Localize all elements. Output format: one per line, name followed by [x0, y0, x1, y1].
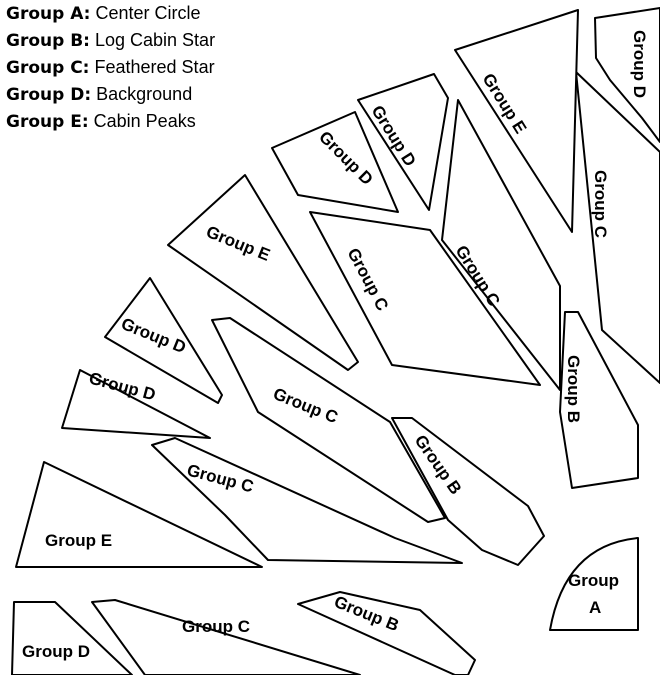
piece-label: Group D — [22, 642, 90, 661]
legend-desc: Feathered Star — [94, 57, 215, 77]
piece-group-d-outer-top: Group D — [594, 7, 660, 143]
piece-group-b-bottom: Group B — [297, 591, 476, 675]
piece-group-a-center: Group A — [549, 537, 639, 631]
legend-key: Group B: — [6, 31, 90, 51]
piece-group-c-outer-right: Group C — [575, 71, 660, 384]
legend-key: Group C: — [6, 58, 90, 78]
piece-label: Group D — [630, 30, 649, 98]
piece-label: A — [589, 598, 601, 617]
legend-item-group-c: Group C: Feathered Star — [6, 54, 215, 81]
piece-label: Group E — [45, 531, 112, 550]
piece-group-e-middle: Group E — [167, 174, 359, 371]
piece-label: Group B — [564, 355, 583, 423]
legend-key: Group E: — [6, 112, 89, 132]
piece-group-c-bottom: Group C — [91, 599, 361, 675]
legend-item-group-a: Group A: Center Circle — [6, 0, 215, 27]
piece-group-c-lower: Group C — [151, 437, 463, 564]
piece-group-c-upper-left: Group C — [309, 211, 541, 386]
piece-group-d-middle: Group D — [104, 277, 223, 404]
legend-desc: Center Circle — [95, 3, 201, 23]
piece-group-e-lower: Group E — [15, 461, 263, 568]
legend: Group A: Center Circle Group B: Log Cabi… — [6, 0, 215, 135]
piece-group-d-bottom-left: Group D — [11, 601, 133, 675]
legend-item-group-d: Group D: Background — [6, 81, 215, 108]
legend-desc: Cabin Peaks — [93, 111, 196, 131]
piece-label: Group — [568, 571, 619, 590]
legend-desc: Background — [96, 84, 193, 104]
legend-desc: Log Cabin Star — [94, 30, 216, 50]
legend-item-group-b: Group B: Log Cabin Star — [6, 27, 215, 54]
piece-group-d-upper: Group D — [271, 111, 399, 213]
legend-key: Group A: — [6, 4, 91, 24]
legend-item-group-e: Group E: Cabin Peaks — [6, 108, 215, 135]
piece-label: Group C — [182, 617, 250, 636]
piece-group-c-middle: Group C — [211, 317, 446, 523]
legend-key: Group D: — [6, 85, 92, 105]
piece-label: Group C — [591, 170, 610, 238]
piece-group-b-right: Group B — [559, 311, 639, 489]
